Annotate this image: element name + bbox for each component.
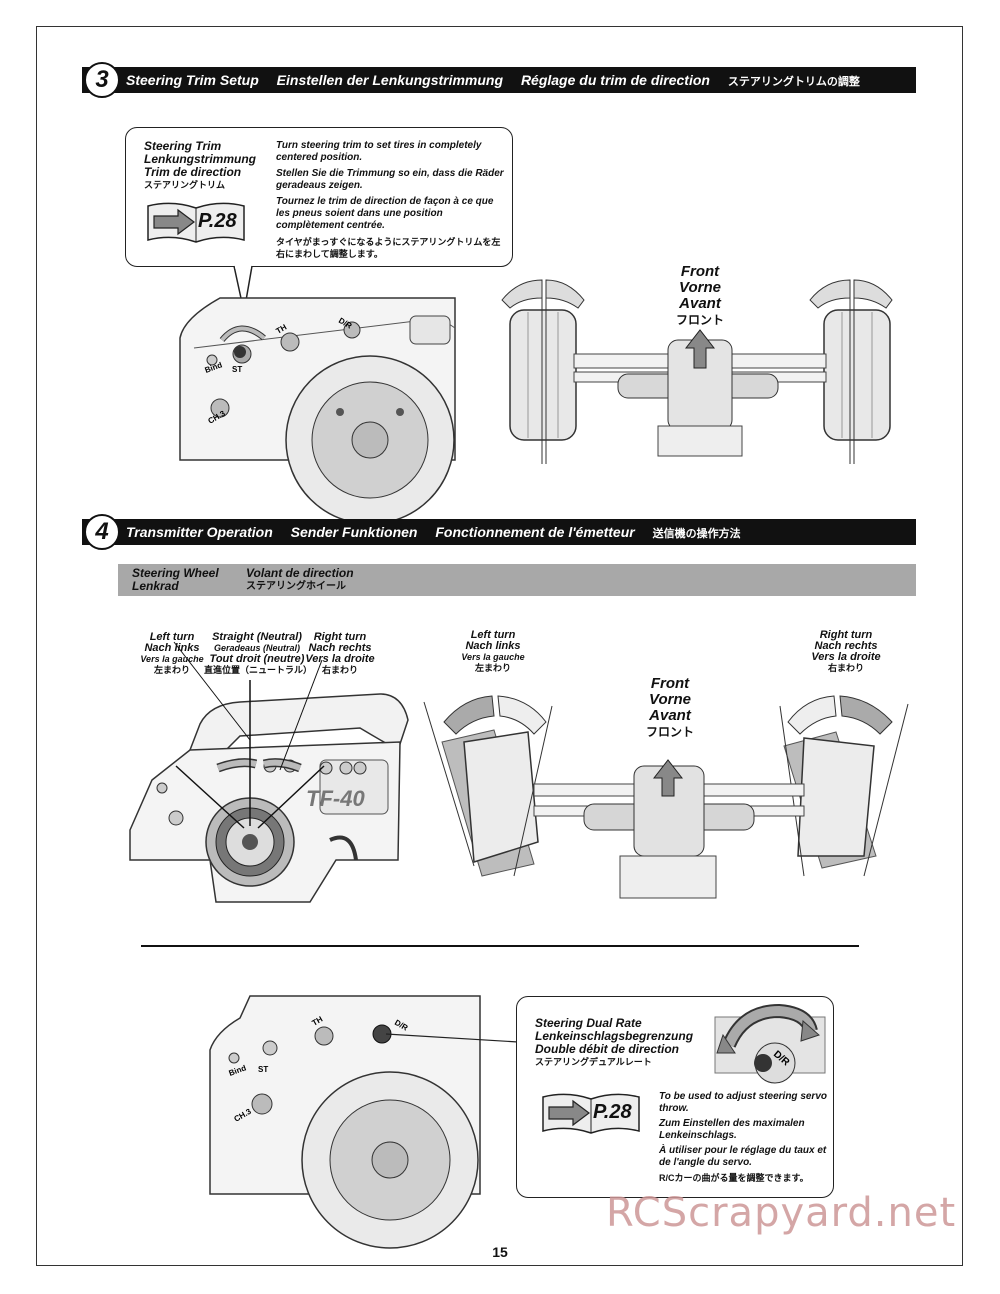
section-3-title-de: Einstellen der Lenkungstrimmung	[276, 72, 504, 88]
front-en-2: Front	[650, 675, 690, 692]
band-volant: Volant de direction	[246, 566, 354, 580]
section-3-number: 3	[84, 62, 120, 98]
trim-name-en: Steering Trim	[144, 139, 222, 153]
dr-knob-icon	[372, 1024, 392, 1044]
front-de: Vorne	[679, 279, 721, 296]
left-tire-turned-icon	[463, 731, 539, 863]
book-icon-2	[542, 1093, 640, 1134]
dr-text-en: To be used to adjust steering servo thro…	[659, 1091, 827, 1114]
page-ref-label-2: P.28	[593, 1101, 632, 1123]
section-divider	[141, 945, 859, 947]
front-label-bottom: Front Vorne Avant フロント	[620, 676, 720, 740]
car-turning-illustration	[423, 695, 909, 899]
book-icon	[147, 202, 245, 243]
dual-rate-callout: Steering Dual Rate Lenkeinschlagsbegrenz…	[516, 996, 834, 1198]
section-4-number: 4	[84, 514, 120, 550]
front-de-2: Vorne	[649, 691, 691, 708]
dr-name-de: Lenkeinschlagsbegrenzung	[535, 1029, 694, 1043]
section-3-title-bar: Steering Trim Setup Einstellen der Lenku…	[82, 67, 916, 93]
wheel-right-label: Right turn Nach rechts Vers la droite 右ま…	[305, 631, 375, 676]
steering-trim-callout: Steering Trim Lenkungstrimmung Trim de d…	[125, 127, 513, 267]
wheel-straight-label: Straight (Neutral) Geradeaus (Neutral) T…	[204, 631, 313, 676]
watermark: RCScrapyard.net	[606, 1190, 957, 1236]
trim-name-fr: Trim de direction	[144, 165, 242, 179]
front-fr-2: Avant	[649, 707, 691, 724]
dr-text-jp: R/Cカーの曲がる量を調整できます。	[659, 1173, 809, 1183]
right-tire-icon	[823, 309, 891, 441]
band-lenkrad: Lenkrad	[132, 579, 179, 593]
forward-arrow-icon	[684, 329, 716, 369]
section-3-title-en: Steering Trim Setup	[126, 72, 259, 88]
front-fr: Avant	[679, 295, 721, 312]
dr-text-fr: À utiliser pour le réglage du taux et de…	[659, 1145, 827, 1168]
steering-wheel-band: Steering Wheel Lenkrad Volant de directi…	[118, 564, 916, 596]
arrow-icon-2	[548, 1099, 590, 1127]
transmitter-dr-illustration: Bind ST TH D/R CH.3	[209, 995, 481, 1249]
page-ref-button-2[interactable]: P.28	[539, 1091, 643, 1135]
right-tire-turned-icon	[797, 737, 875, 857]
band-steering-wheel: Steering Wheel	[132, 566, 219, 580]
dr-text-de: Zum Einstellen des maximalen Lenkeinschl…	[659, 1118, 805, 1141]
section-4-title-de: Sender Funktionen	[290, 524, 418, 540]
section-4-title-en: Transmitter Operation	[126, 524, 273, 540]
trim-text-de: Stellen Sie die Trimmung so ein, dass di…	[276, 168, 504, 191]
st-label-2: ST	[258, 1065, 268, 1074]
trim-text-en: Turn steering trim to set tires in compl…	[276, 140, 482, 163]
model-text: TF-40	[306, 786, 365, 811]
section-3-title-fr: Réglage du trim de direction	[520, 72, 710, 88]
trim-name-de: Lenkungstrimmung	[144, 152, 257, 166]
car-right-label: Right turn Nach rechts Vers la droite 右ま…	[811, 629, 881, 674]
left-tire-icon	[509, 309, 577, 441]
page-number: 15	[492, 1244, 508, 1260]
front-jp: フロント	[675, 313, 724, 327]
front-en: Front	[680, 263, 720, 280]
arrow-icon	[153, 208, 195, 236]
transmitter-wheel-illustration: TF-40	[129, 641, 409, 903]
section-3-title-jp: ステアリングトリムの調整	[727, 76, 860, 88]
trim-name-jp: ステアリングトリム	[144, 180, 226, 190]
forward-arrow-icon-2	[652, 759, 684, 797]
dr-knob-closeup: D/R	[714, 1003, 826, 1084]
page-frame	[36, 26, 963, 1266]
section-4-title-bar: Transmitter Operation Sender Funktionen …	[82, 519, 916, 545]
st-label: ST	[232, 365, 242, 374]
car-front-aligned-illustration	[501, 279, 893, 464]
dr-name-fr: Double débit de direction	[535, 1042, 680, 1056]
car-left-label: Left turn Nach links Vers la gauche 左まわり	[461, 629, 525, 674]
trim-text-fr: Tournez le trim de direction de façon à …	[276, 196, 494, 231]
dr-name-en: Steering Dual Rate	[535, 1016, 642, 1030]
wheel-left-label: Left turn Nach links Vers la gauche 左まわり	[140, 631, 204, 676]
section-4-title-jp: 送信機の操作方法	[652, 528, 741, 540]
band-jp: ステアリングホイール	[246, 581, 346, 592]
section-4-title-fr: Fonctionnement de l'émetteur	[435, 524, 635, 540]
page-ref-button[interactable]: P.28	[144, 200, 248, 244]
page-ref-label: P.28	[198, 210, 237, 232]
front-jp-2: フロント	[645, 725, 694, 739]
transmitter-illustration-top: Bind ST TH D/R CH.3	[179, 297, 456, 525]
dr-name-jp: ステアリングデュアルレート	[535, 1057, 652, 1067]
front-label-top: Front Vorne Avant フロント	[650, 264, 750, 328]
trim-text-jp: タイヤがまっすぐになるようにステアリングトリムを左右にまわして調整します。	[276, 237, 501, 259]
